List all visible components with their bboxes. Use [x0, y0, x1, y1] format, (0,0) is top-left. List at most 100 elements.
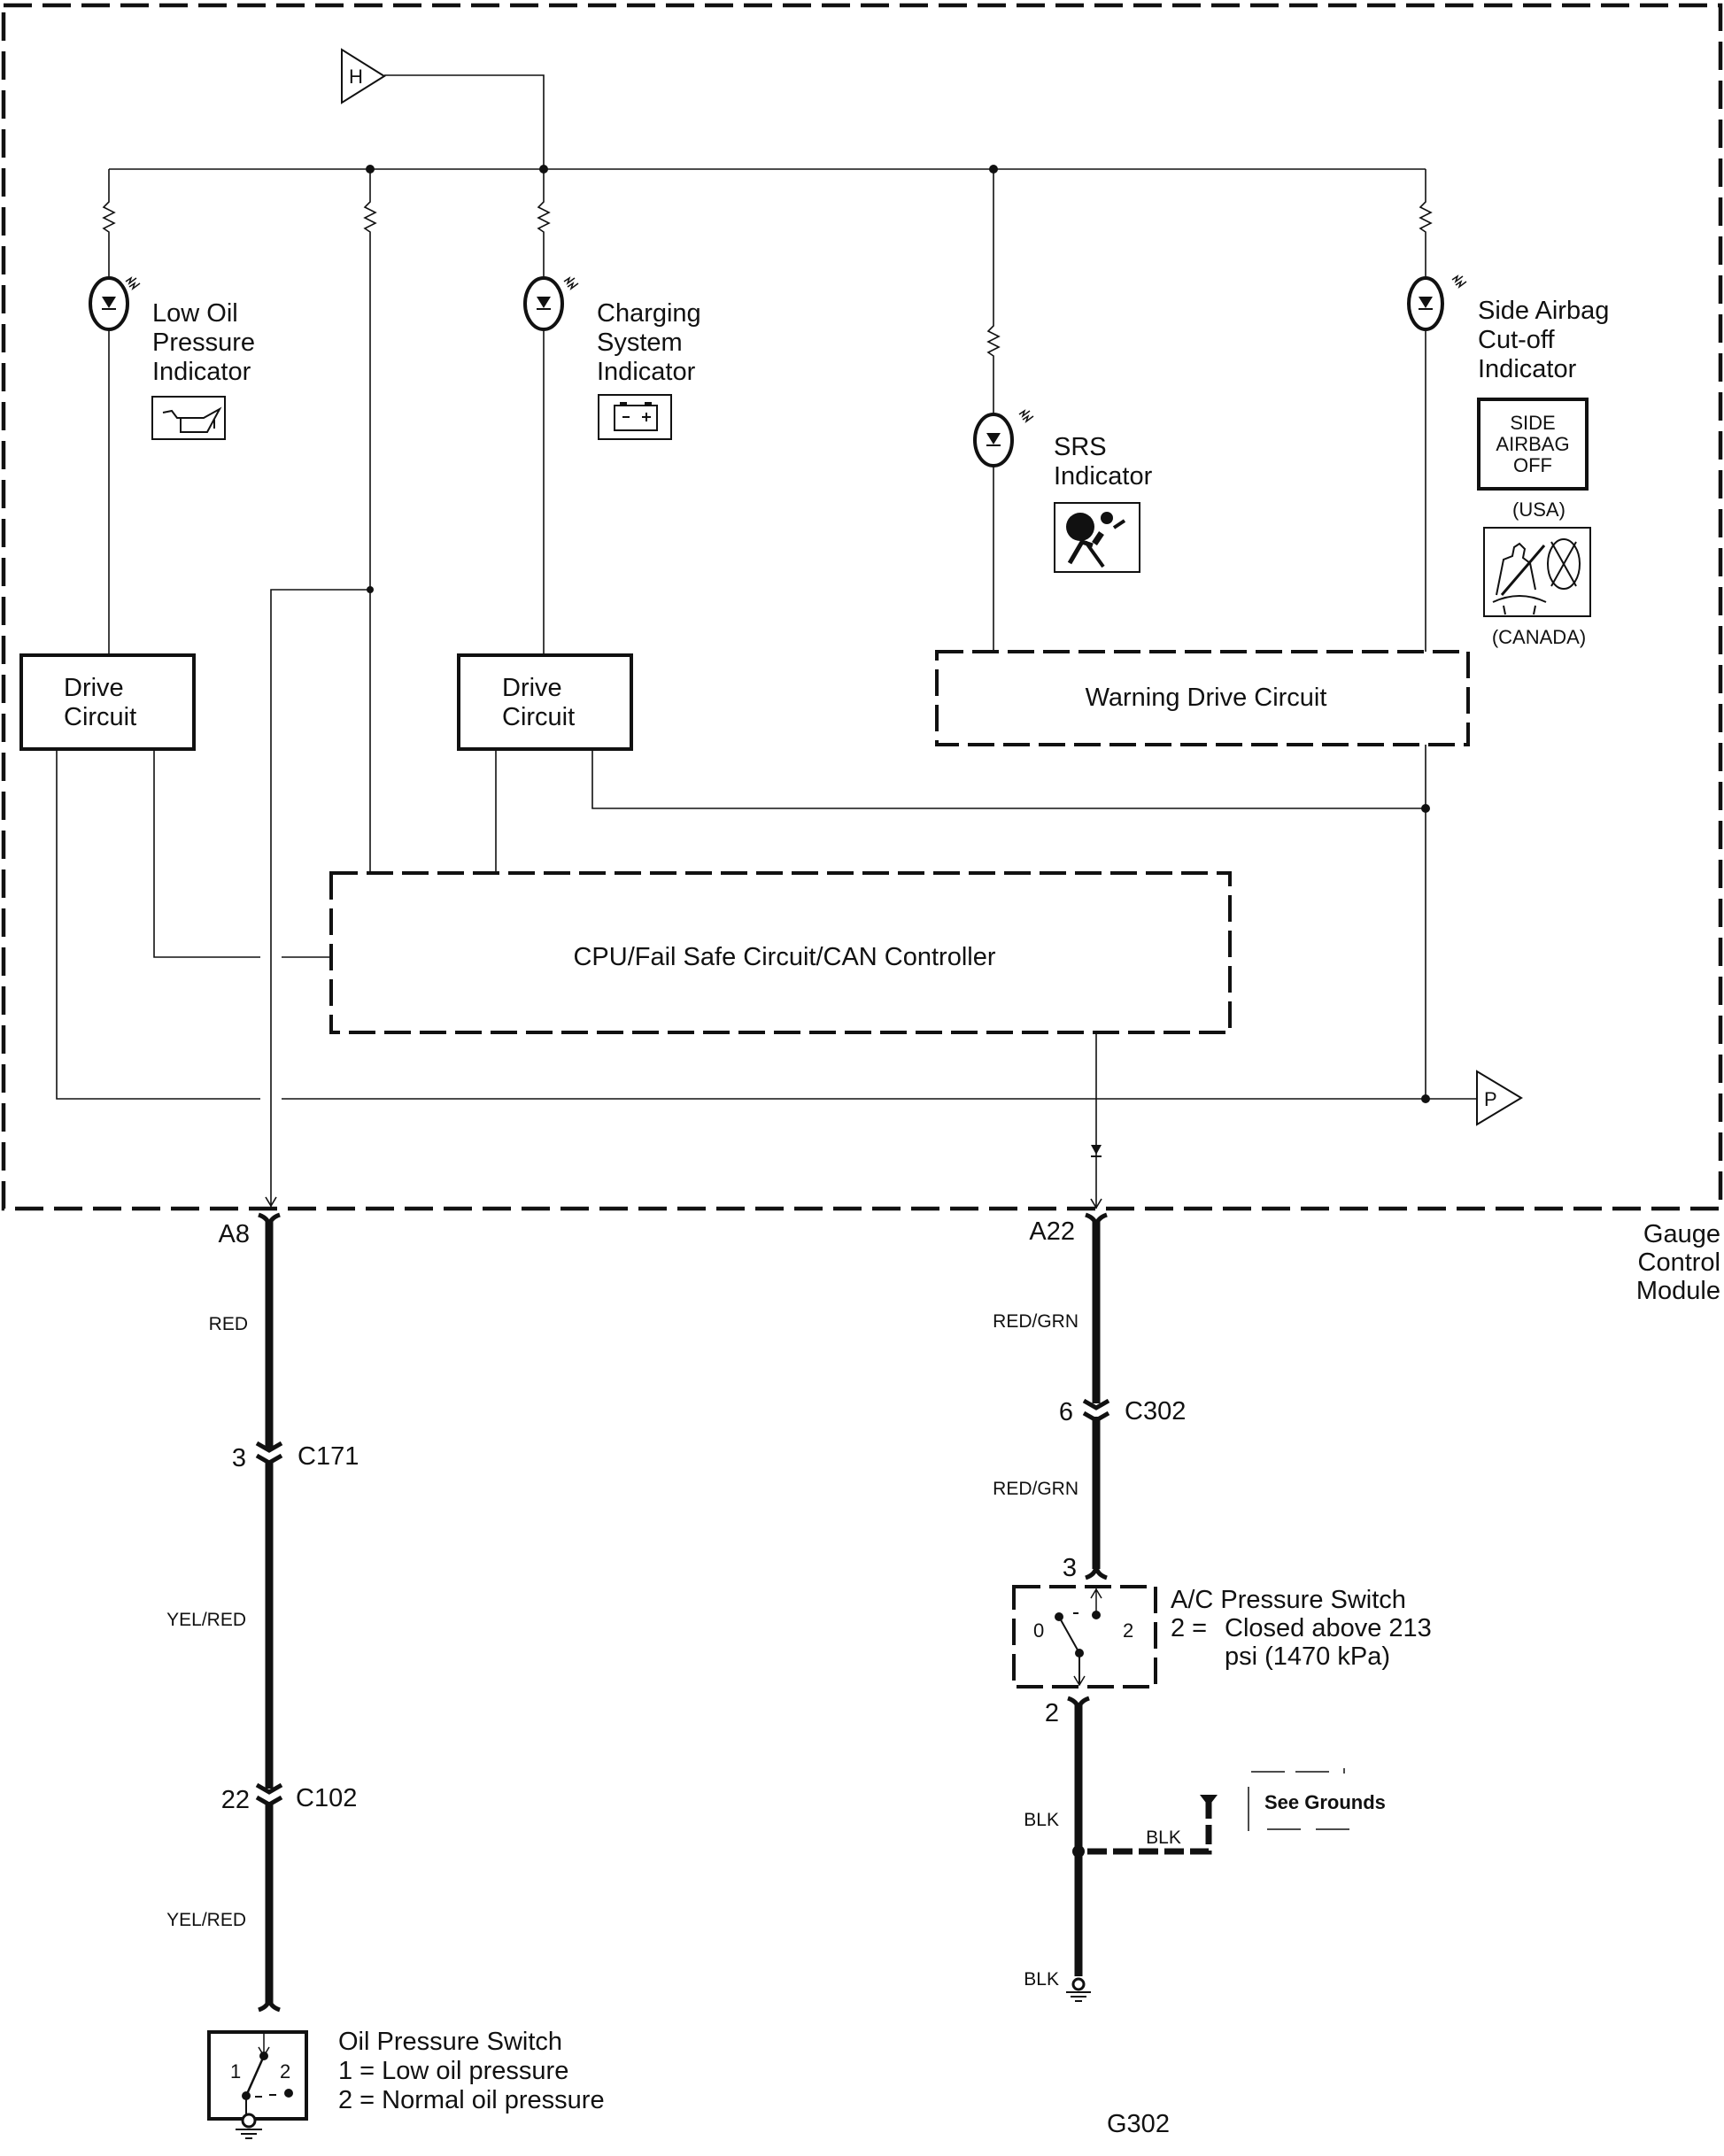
- svg-text:Indicator: Indicator: [152, 358, 251, 386]
- splice-dot: [1072, 1845, 1085, 1858]
- svg-text:OFF: OFF: [1513, 454, 1552, 476]
- srs-indicator-label: SRS Indicator: [1054, 433, 1153, 491]
- offpage-connector-p[interactable]: P: [1476, 1070, 1523, 1126]
- ground-g302-icon: [1066, 1977, 1091, 2002]
- oil-pressure-switch: 1 2: [207, 2030, 308, 2121]
- ac-pressure-switch: 0 2: [1012, 1585, 1157, 1688]
- side-airbag-off-badge: SIDE AIRBAG OFF: [1477, 398, 1589, 491]
- wire-color-red-grn-2: RED/GRN: [993, 1479, 1078, 1499]
- svg-text:SIDE: SIDE: [1510, 412, 1555, 434]
- connector-c171-label: C171: [298, 1442, 359, 1471]
- airbag-icon: [1054, 502, 1140, 573]
- svg-text:Drive: Drive: [502, 674, 562, 702]
- svg-text:Charging: Charging: [597, 299, 701, 328]
- wire-color-yel-red-1: YEL/RED: [166, 1610, 246, 1630]
- wire-ground-branch: [1087, 1797, 1212, 1855]
- svg-text:AIRBAG: AIRBAG: [1496, 433, 1569, 455]
- terminal-a8: A8: [219, 1220, 250, 1248]
- junction-dot: [1421, 1094, 1430, 1103]
- svg-text:Circuit: Circuit: [502, 703, 575, 731]
- resistor-charging: [537, 169, 551, 276]
- battery-icon: [598, 394, 672, 440]
- ground-g302-label: G302: [1107, 2110, 1170, 2138]
- wire-drive1-cpu: [153, 749, 331, 958]
- diode-icon: [1091, 1145, 1102, 1157]
- oil-can-icon: [151, 396, 226, 440]
- svg-text:Indicator: Indicator: [1478, 355, 1577, 383]
- terminal-ac-switch-in-icon: [1085, 1565, 1108, 1580]
- wire-h-feed: [384, 74, 545, 169]
- wire-color-red-grn-1: RED/GRN: [993, 1311, 1078, 1332]
- ground-icon: [236, 2113, 262, 2139]
- svg-text:Control: Control: [1638, 1248, 1721, 1277]
- svg-text:Module: Module: [1636, 1277, 1720, 1305]
- led-side-airbag-icon: [1407, 274, 1467, 331]
- svg-text:Circuit: Circuit: [64, 703, 136, 731]
- c302-pin: 6: [1059, 1398, 1073, 1426]
- wire-color-yel-red-2: YEL/RED: [166, 1910, 246, 1930]
- wire-color-blk-branch: BLK: [1146, 1828, 1181, 1848]
- see-grounds-reference[interactable]: See Grounds: [1248, 1768, 1386, 1831]
- resistor-side-airbag: [1419, 169, 1433, 276]
- svg-text:0: 0: [1033, 1619, 1044, 1642]
- connector-c102-icon: [255, 1782, 283, 1807]
- resistor-srs: [986, 169, 1001, 416]
- cpu-fail-safe-can-controller: CPU/Fail Safe Circuit/CAN Controller: [329, 871, 1232, 1034]
- svg-text:Side Airbag: Side Airbag: [1478, 297, 1609, 325]
- svg-text:1 = Low oil pressure: 1 = Low oil pressure: [338, 2057, 568, 2085]
- oil-switch-description: Oil Pressure Switch 1 = Low oil pressure…: [338, 2028, 605, 2114]
- svg-text:SRS: SRS: [1054, 433, 1107, 461]
- ac-switch-pin-2: 2: [1045, 1699, 1059, 1727]
- svg-text:Indicator: Indicator: [597, 358, 696, 386]
- connector-c302-label: C302: [1125, 1397, 1186, 1426]
- svg-text:Drive: Drive: [64, 674, 124, 702]
- drive-circuit-2: Drive Circuit: [457, 653, 633, 751]
- svg-text:2 = Normal oil pressure: 2 = Normal oil pressure: [338, 2086, 605, 2114]
- wire-color-red: RED: [209, 1314, 248, 1334]
- gauge-control-module-boundary: [1, 3, 1723, 1211]
- ac-switch-description: A/C Pressure Switch 2 = Closed above 213…: [1171, 1586, 1432, 1671]
- resistor-low-oil: [102, 169, 116, 276]
- svg-text:CPU/Fail Safe Circuit/CAN Cont: CPU/Fail Safe Circuit/CAN Controller: [573, 943, 995, 971]
- terminal-a22-icon: [1085, 1212, 1108, 1228]
- wire-drive1-bus: [56, 749, 1426, 1100]
- svg-text:Indicator: Indicator: [1054, 462, 1153, 491]
- canada-caption: (CANADA): [1492, 626, 1586, 648]
- svg-text:Warning Drive Circuit: Warning Drive Circuit: [1086, 684, 1327, 712]
- terminal-a22: A22: [1029, 1217, 1075, 1246]
- junction-dot: [1421, 804, 1430, 813]
- svg-text:psi (1470 kPa): psi (1470 kPa): [1225, 1642, 1390, 1671]
- seatbelt-airbag-off-icon: [1483, 527, 1591, 617]
- connector-c171-icon: [255, 1441, 283, 1465]
- wire-warning-p: [1425, 745, 1477, 1100]
- led-low-oil-icon: [89, 276, 141, 331]
- usa-caption: (USA): [1512, 498, 1566, 521]
- warning-drive-circuit: Warning Drive Circuit: [935, 650, 1470, 746]
- resistor-branch: [363, 169, 377, 841]
- led-srs-icon: [973, 409, 1034, 468]
- offpage-connector-h[interactable]: H: [341, 48, 386, 104]
- svg-text:See Grounds: See Grounds: [1264, 1791, 1386, 1813]
- wire-a8-sense: [270, 589, 370, 1209]
- terminal-a8-icon: [258, 1212, 281, 1228]
- c102-pin: 22: [221, 1786, 250, 1814]
- side-airbag-indicator-label: Side Airbag Cut-off Indicator: [1478, 297, 1609, 383]
- connector-c102-label: C102: [296, 1784, 357, 1812]
- ac-switch-pin-3: 3: [1063, 1554, 1077, 1582]
- svg-text:P: P: [1484, 1088, 1497, 1110]
- module-label: Gauge Control Module: [1636, 1220, 1720, 1305]
- svg-text:Closed above 213: Closed above 213: [1225, 1614, 1432, 1642]
- terminal-oil-switch-icon: [258, 1997, 281, 2013]
- connector-c302-icon: [1082, 1398, 1110, 1423]
- svg-text:Cut-off: Cut-off: [1478, 326, 1555, 354]
- led-charging-icon: [523, 276, 579, 331]
- svg-text:System: System: [597, 328, 683, 357]
- arrow-a22: [1090, 1198, 1102, 1209]
- svg-text:Gauge: Gauge: [1643, 1220, 1720, 1248]
- svg-text:2: 2: [1123, 1619, 1133, 1642]
- low-oil-indicator-label: Low Oil Pressure Indicator: [152, 299, 255, 386]
- charging-indicator-label: Charging System Indicator: [597, 299, 701, 386]
- arrow-a8: [265, 1196, 277, 1208]
- svg-text:Oil Pressure Switch: Oil Pressure Switch: [338, 2028, 562, 2056]
- svg-text:Pressure: Pressure: [152, 328, 255, 357]
